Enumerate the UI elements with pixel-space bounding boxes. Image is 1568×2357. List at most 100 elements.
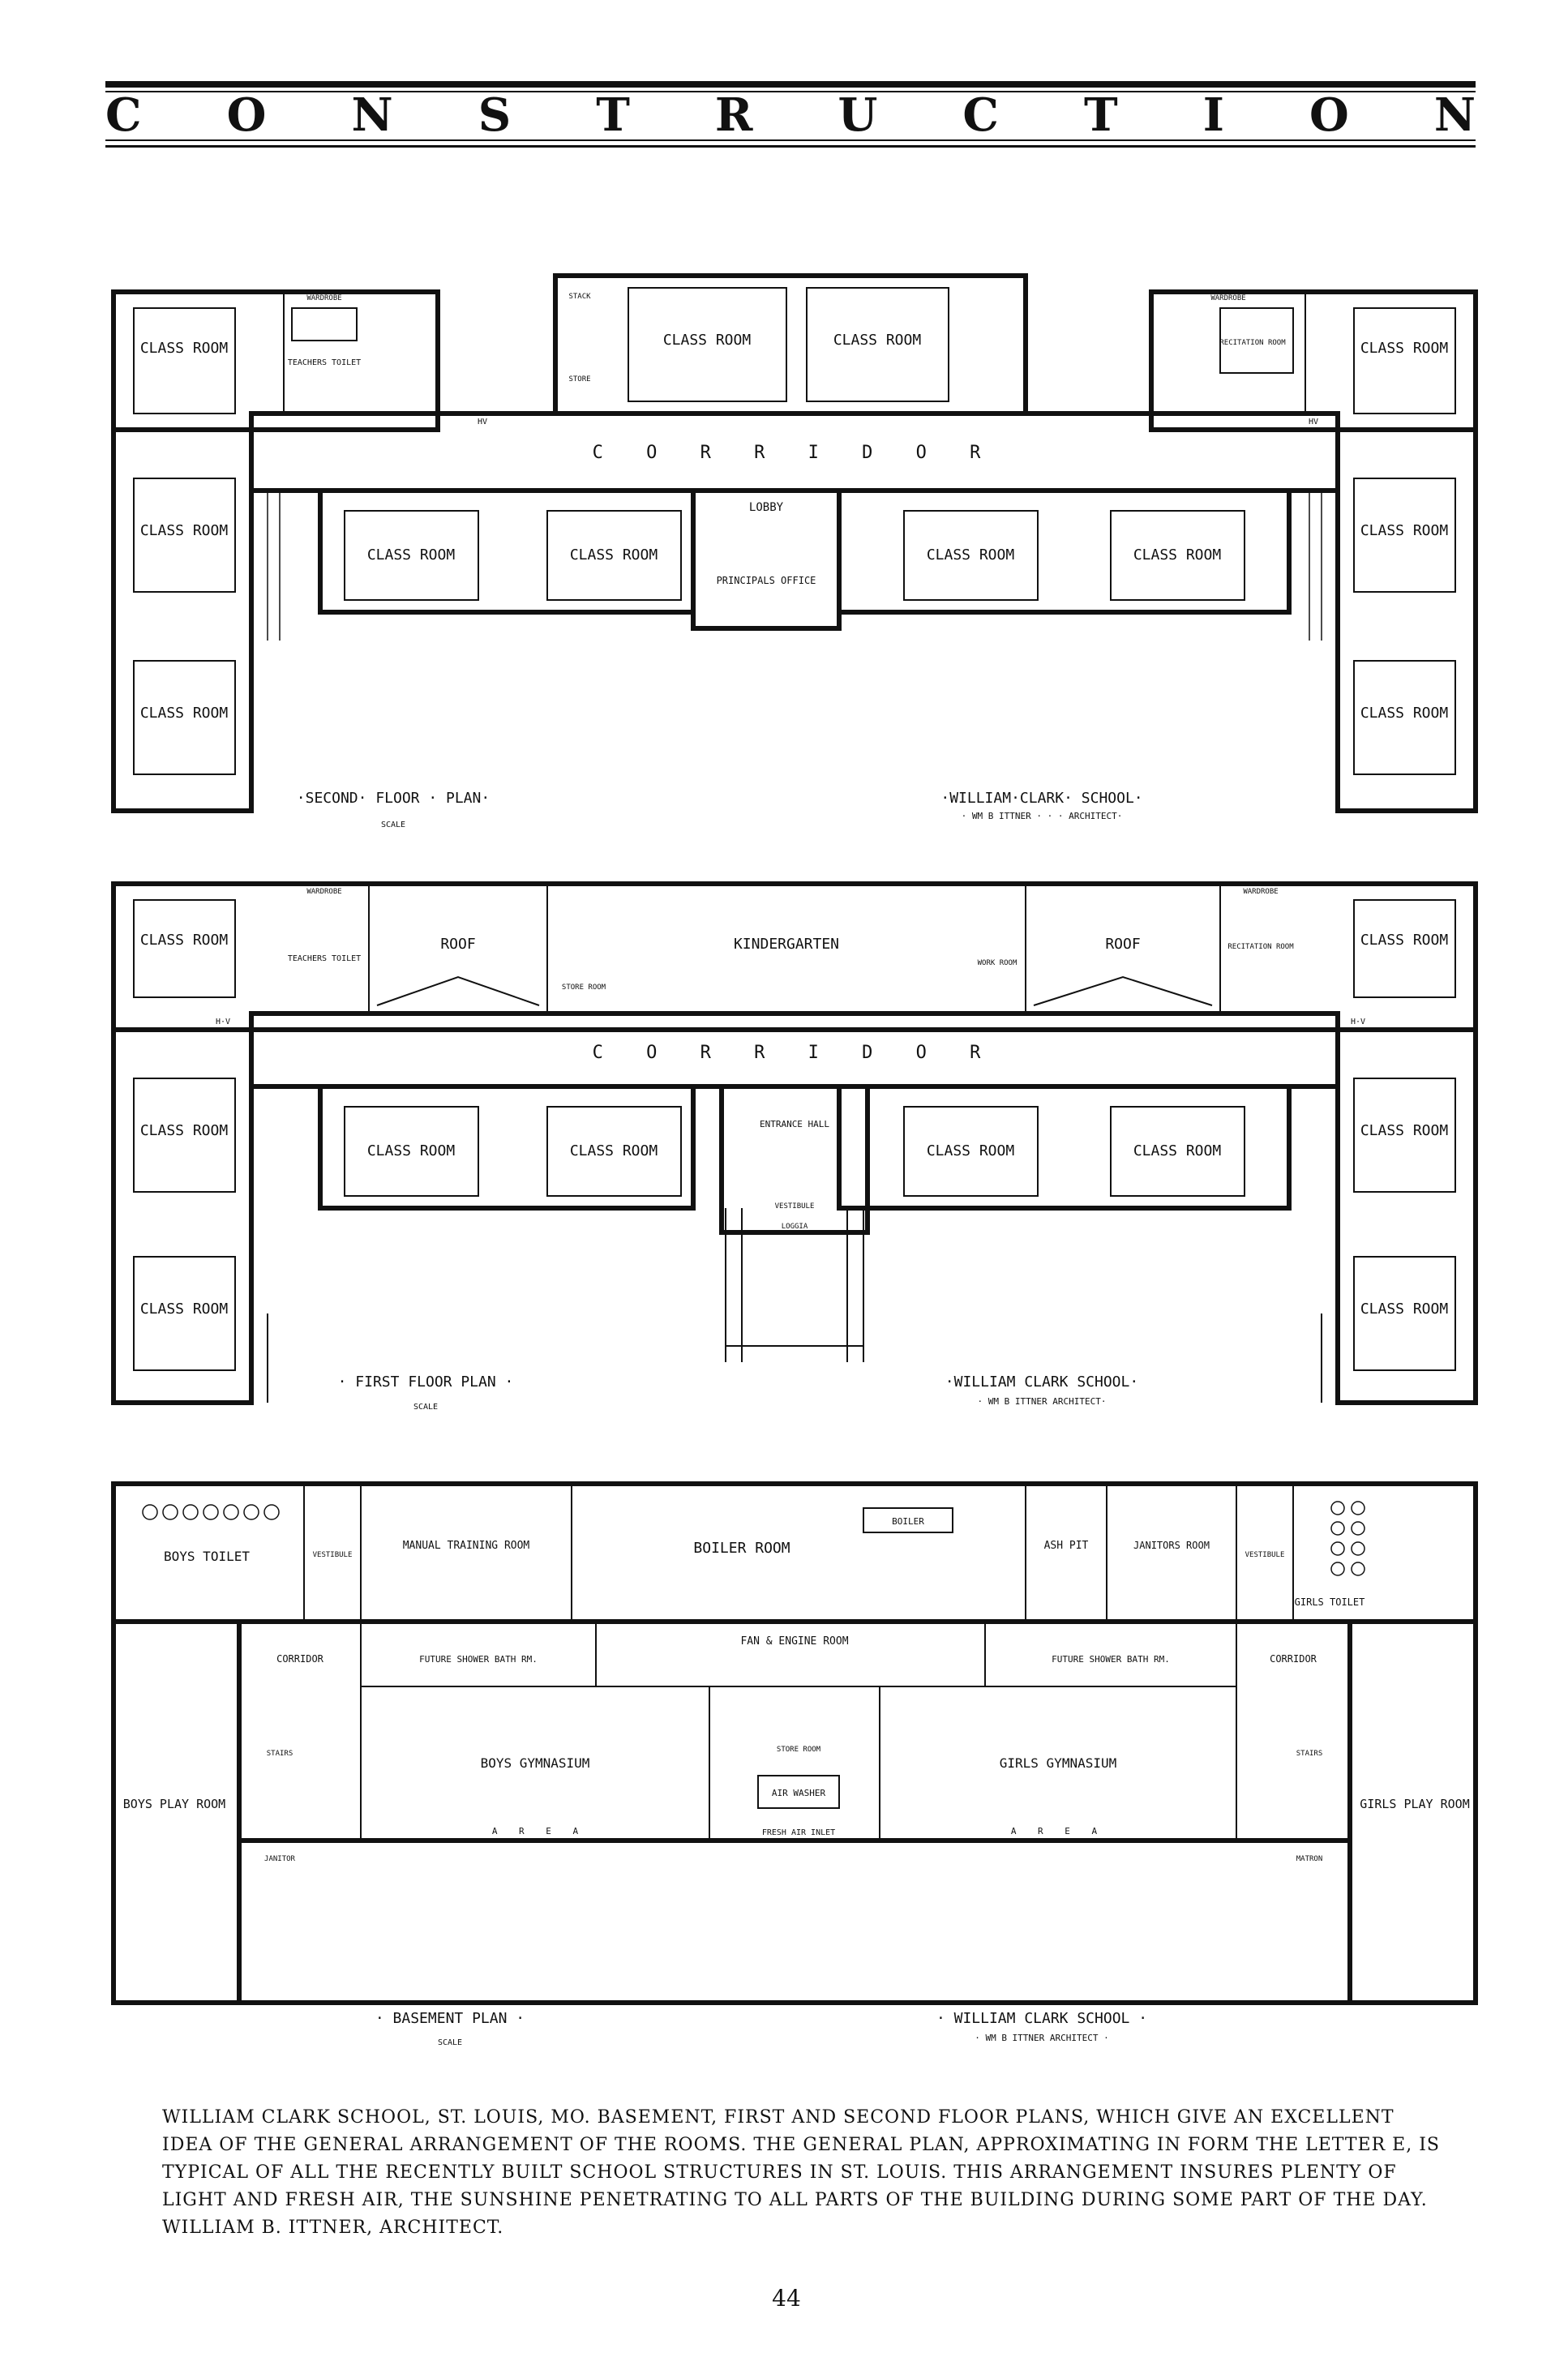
vestibule-label: VESTIBULE xyxy=(775,1202,815,1211)
scale-label: SCALE xyxy=(413,1403,438,1412)
boiler-room-label: BOILER ROOM xyxy=(693,1540,790,1557)
room-label-class-room: CLASS ROOM xyxy=(1360,340,1449,357)
header-letter: O xyxy=(226,88,267,142)
matron-label: MATRON xyxy=(1296,1855,1323,1863)
first-floor-drawing: CLASS ROOM CLASS ROOM CLASS ROOM CLASS R… xyxy=(111,881,1478,1412)
header-letter: C xyxy=(105,88,142,142)
hv-label: H·V xyxy=(1351,1018,1365,1026)
architect-credit: · WM B ITTNER · · · ARCHITECT· xyxy=(962,811,1123,821)
room-label-class-room: CLASS ROOM xyxy=(663,332,752,349)
wardrobe-label: WARDROBE xyxy=(1210,294,1245,302)
scale-label: SCALE xyxy=(381,821,405,829)
corridor-label: C O R R I D O R xyxy=(593,443,997,463)
room-label-class-room: CLASS ROOM xyxy=(367,546,456,564)
teachers-toilet-label: TEACHERS TOILET xyxy=(288,358,361,367)
kindergarten-label: KINDERGARTEN xyxy=(734,936,839,953)
entrance-hall-label: ENTRANCE HALL xyxy=(760,1119,829,1129)
area-label: A R E A xyxy=(1011,1826,1105,1836)
header-letter: U xyxy=(838,88,878,142)
corridor-label: C O R R I D O R xyxy=(593,1043,997,1063)
area-label: A R E A xyxy=(492,1826,586,1836)
wardrobe-label: WARDROBE xyxy=(1243,888,1278,896)
architect-credit: · WM B ITTNER ARCHITECT · xyxy=(975,2033,1109,2043)
room-label-class-room: CLASS ROOM xyxy=(367,1142,456,1159)
principals-office-label: PRINCIPALS OFFICE xyxy=(717,575,816,586)
architect-credit: · WM B ITTNER ARCHITECT· xyxy=(978,1396,1107,1407)
school-name: ·WILLIAM CLARK SCHOOL· xyxy=(945,1373,1138,1391)
header-rule-bottom-thin xyxy=(105,139,1476,141)
basement-drawing: BOYS TOILET GIRLS TOILET MANUAL TRAINING… xyxy=(111,1481,1478,2047)
room-label-class-room: CLASS ROOM xyxy=(1360,522,1449,539)
room-label-class-room: CLASS ROOM xyxy=(140,705,229,722)
header-title: C O N S T R U C T I O N xyxy=(105,88,1476,142)
header-letter: S xyxy=(478,88,512,142)
room-label-class-room: CLASS ROOM xyxy=(833,332,922,349)
room-label-class-room: CLASS ROOM xyxy=(140,522,229,539)
hv-label: HV xyxy=(1309,418,1318,426)
header-letter: R xyxy=(714,88,753,142)
recitation-room-label: RECITATION ROOM xyxy=(1219,339,1286,347)
plan-title-second-floor: ·SECOND· FLOOR · PLAN· xyxy=(297,790,490,807)
air-washer-label: AIR WASHER xyxy=(772,1788,826,1798)
store-room-label: STORE ROOM xyxy=(562,984,606,992)
room-label-class-room: CLASS ROOM xyxy=(140,1122,229,1139)
manual-training-label: MANUAL TRAINING ROOM xyxy=(403,1540,530,1552)
vestibule-label: VESTIBULE xyxy=(313,1551,353,1559)
corridor-label: CORRIDOR xyxy=(276,1653,324,1665)
plan-title-basement: · BASEMENT PLAN · xyxy=(375,2010,525,2027)
store-room-label: STORE ROOM xyxy=(777,1746,821,1754)
future-shower-label: FUTURE SHOWER BATH RM. xyxy=(419,1654,538,1665)
school-name: ·WILLIAM·CLARK· SCHOOL· xyxy=(940,790,1142,807)
room-label-class-room: CLASS ROOM xyxy=(140,340,229,357)
stairs-label: STAIRS xyxy=(1296,1750,1323,1758)
room-label-class-room: CLASS ROOM xyxy=(140,1301,229,1318)
lobby-label: LOBBY xyxy=(749,501,784,514)
plan-title-first-floor: · FIRST FLOOR PLAN · xyxy=(338,1373,514,1391)
teachers-toilet-label: TEACHERS TOILET xyxy=(288,954,361,963)
loggia-label: LOGGIA xyxy=(782,1223,808,1231)
header-letter: I xyxy=(1202,88,1224,142)
figure-caption: WILLIAM CLARK SCHOOL, ST. LOUIS, MO. BAS… xyxy=(162,2107,1440,2238)
janitors-room-label: JANITORS ROOM xyxy=(1133,1540,1210,1551)
fresh-air-inlet-label: FRESH AIR INLET xyxy=(762,1828,835,1837)
wardrobe-label: WARDROBE xyxy=(306,294,341,302)
girls-gymnasium-label: GIRLS GYMNASIUM xyxy=(1000,1755,1117,1771)
stairs-label: STAIRS xyxy=(267,1750,293,1758)
room-label-class-room: CLASS ROOM xyxy=(1133,1142,1222,1159)
header-letter: T xyxy=(1084,88,1118,142)
basement-plan: BOYS TOILET GIRLS TOILET MANUAL TRAINING… xyxy=(109,1459,1480,2059)
second-floor-plan: CLASS ROOM CLASS ROOM CLASS ROOM CLASS R… xyxy=(109,259,1480,843)
boys-gymnasium-label: BOYS GYMNASIUM xyxy=(481,1755,590,1771)
corridor-label: CORRIDOR xyxy=(1270,1653,1317,1665)
roof-label: ROOF xyxy=(1105,936,1140,953)
room-label-class-room: CLASS ROOM xyxy=(927,1142,1015,1159)
ash-pit-label: ASH PIT xyxy=(1044,1540,1089,1552)
room-label-class-room: CLASS ROOM xyxy=(1133,546,1222,564)
wardrobe-label: WARDROBE xyxy=(306,888,341,896)
header-rule-top-thin xyxy=(105,91,1476,92)
header-rule-top xyxy=(105,81,1476,88)
room-label-class-room: CLASS ROOM xyxy=(927,546,1015,564)
page-number: 44 xyxy=(772,2285,801,2312)
room-label-class-room: CLASS ROOM xyxy=(1360,705,1449,722)
work-room-label: WORK ROOM xyxy=(978,959,1017,967)
header-rule-bottom xyxy=(105,145,1476,148)
hv-label: HV xyxy=(478,418,487,426)
page-header: C O N S T R U C T I O N xyxy=(105,81,1476,148)
room-label-class-room: CLASS ROOM xyxy=(570,546,658,564)
roof-label: ROOF xyxy=(440,936,475,953)
store-label: STORE xyxy=(568,375,590,384)
recitation-room-label: RECITATION ROOM xyxy=(1227,943,1294,951)
stack-label: STACK xyxy=(568,293,591,301)
boiler-label: BOILER xyxy=(892,1516,924,1527)
fan-engine-room-label: FAN & ENGINE ROOM xyxy=(740,1635,848,1648)
room-label-class-room: CLASS ROOM xyxy=(1360,1122,1449,1139)
room-label-class-room: CLASS ROOM xyxy=(1360,932,1449,949)
girls-play-room-label: GIRLS PLAY ROOM xyxy=(1360,1797,1469,1811)
room-label-class-room: CLASS ROOM xyxy=(570,1142,658,1159)
header-letter: T xyxy=(596,88,630,142)
janitor-label: JANITOR xyxy=(264,1855,296,1863)
boys-toilet-label: BOYS TOILET xyxy=(164,1549,250,1564)
header-letter: O xyxy=(1309,88,1349,142)
school-name: · WILLIAM CLARK SCHOOL · xyxy=(936,2010,1147,2027)
